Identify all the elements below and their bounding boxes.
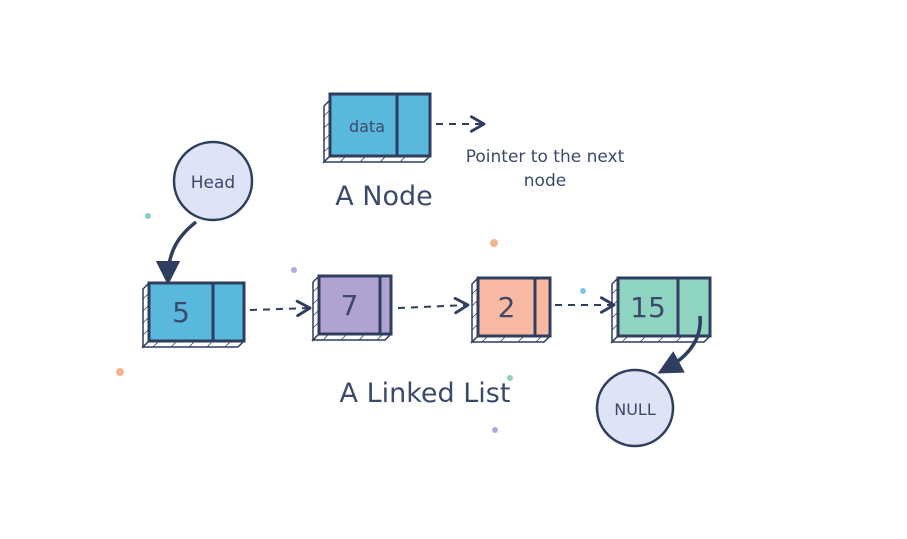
list-node-1: 5 [141, 281, 246, 349]
head-label: Head [191, 173, 235, 193]
list-node-3: 2 [470, 276, 552, 344]
list-node-4: 15 [610, 276, 712, 344]
linked-list-title: A Linked List [340, 378, 511, 409]
example-node: data [322, 92, 432, 164]
list-node-value-2: 7 [341, 289, 359, 322]
null-node: NULL [595, 368, 675, 448]
list-node-value-3: 2 [498, 291, 516, 324]
example-node-box [328, 92, 432, 158]
list-node-value-4: 15 [630, 291, 666, 324]
pointer-caption-line2: node [524, 171, 566, 191]
node-title: A Node [335, 181, 433, 212]
head-node: Head [172, 140, 254, 222]
list-node-box-4 [616, 276, 712, 338]
null-arrow [657, 315, 702, 374]
head-arrow [155, 220, 198, 286]
decorative-dots [116, 213, 586, 433]
list-nodes: 5 7 2 15 [141, 274, 712, 349]
example-node-data-label: data [349, 117, 385, 136]
null-label: NULL [614, 400, 656, 419]
list-node-box-3 [476, 276, 552, 338]
list-node-value-1: 5 [172, 296, 190, 329]
pointer-caption-line1: Pointer to the next [466, 147, 625, 167]
list-node-box-1 [147, 281, 246, 343]
list-node-2: 7 [311, 274, 393, 342]
link-arrow-2 [397, 296, 470, 315]
link-arrow-1 [249, 299, 312, 318]
